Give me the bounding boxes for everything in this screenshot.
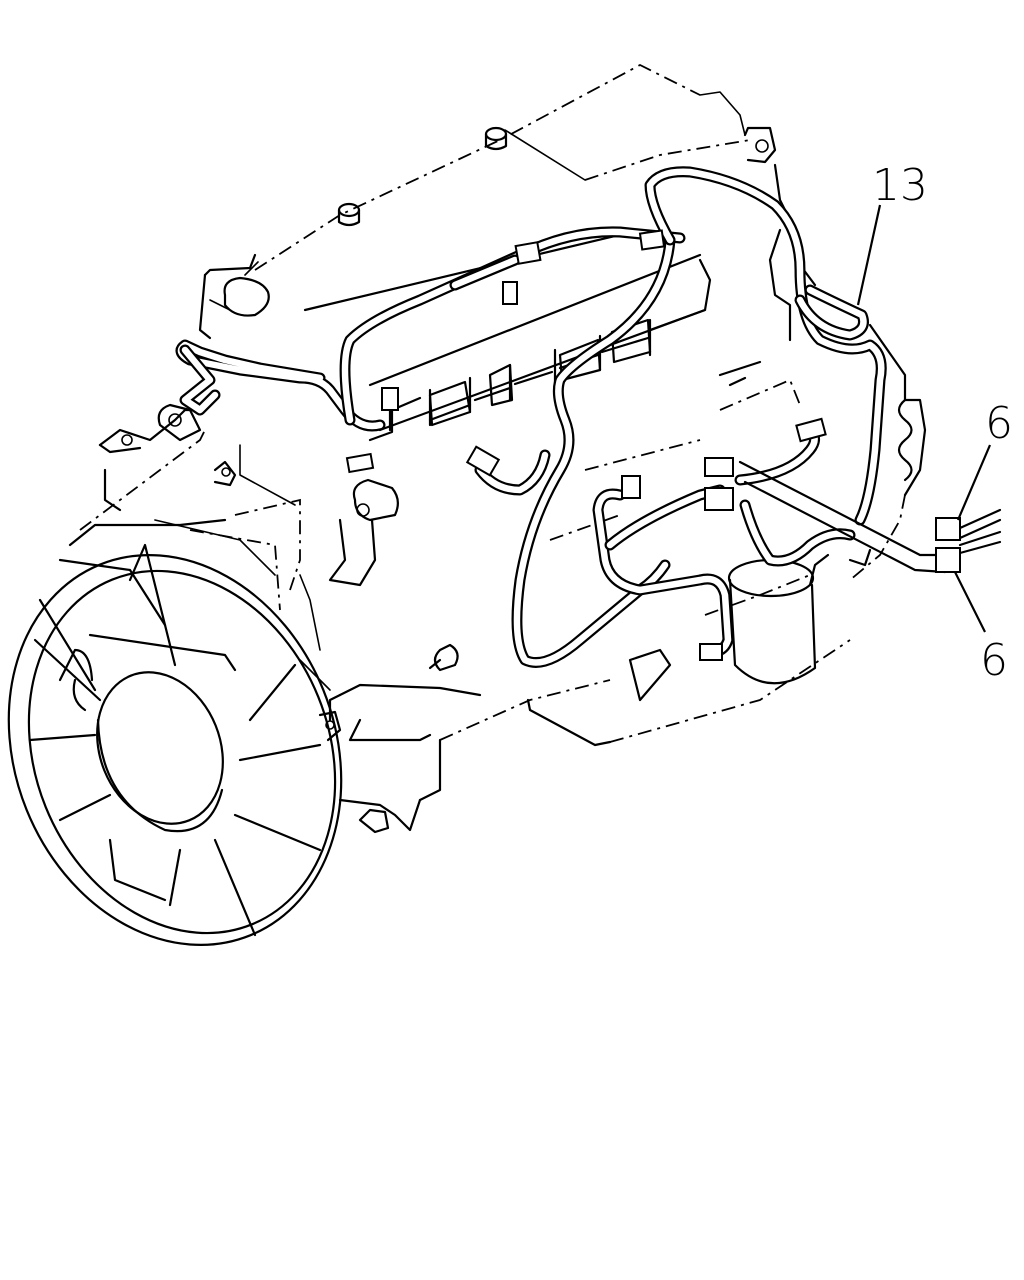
callout-harness: 13 [856,160,928,306]
harness-label: 13 [872,160,928,211]
engine-block [68,63,927,834]
callout-connector-lower: 6 [954,571,1008,686]
cooling-fan-icon [7,543,343,946]
engine-wiring-harness-icon [175,166,1002,668]
callout-connector-upper: 6 [956,398,1013,521]
connector-lower-label: 6 [980,635,1008,686]
connector-upper-label: 6 [985,398,1013,449]
